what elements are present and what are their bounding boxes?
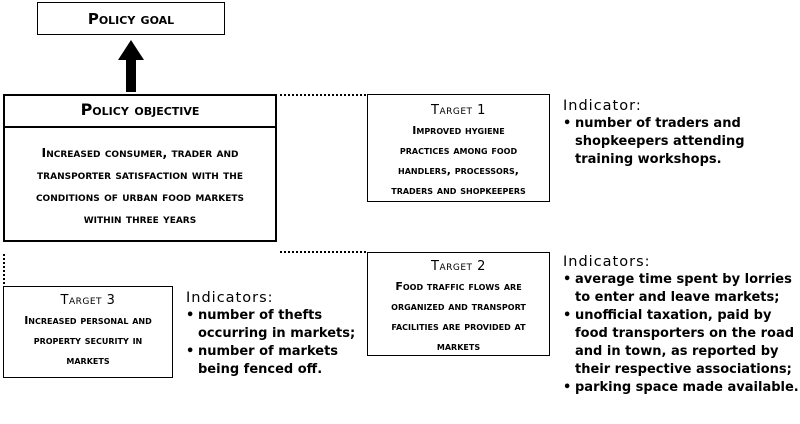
indicator-list: average time spent by lorries to enter a…: [563, 271, 799, 397]
indicators-heading: Indicator:: [563, 98, 642, 114]
target-1-line: Improved hygiene: [412, 124, 505, 137]
policy-goal-label: Policy goal: [87, 9, 175, 28]
target-2-line: facilities are provided at: [391, 320, 526, 333]
policy-objective-heading: Policy objective: [5, 96, 275, 128]
target-2-line: organized and transport: [391, 300, 526, 313]
target-3-line: Increased personal and: [24, 314, 152, 327]
indicator-item: average time spent by lorries to enter a…: [563, 271, 799, 307]
objective-line: within three years: [83, 211, 197, 226]
target-1-line: practices among food: [399, 144, 518, 157]
target-1-line: traders and shopkeepers: [391, 184, 526, 197]
target-3-title: Target 3: [60, 293, 116, 308]
target-3-box: Target 3 Increased personal and property…: [3, 286, 173, 378]
indicator-item: number of thefts occurring in markets;: [186, 307, 366, 343]
objective-line: conditions of urban food markets: [35, 189, 245, 204]
target-1-line: handlers, processors,: [398, 164, 519, 177]
indicator-item: number of traders and shopkeepers attend…: [563, 115, 793, 169]
indicator-item: parking space made available.: [563, 379, 799, 397]
policy-objective-text: Increased consumer, trader and transport…: [5, 128, 275, 230]
indicators-target-2: Indicators: average time spent by lorrie…: [563, 254, 799, 397]
target-3-line: property security in: [33, 334, 143, 347]
target-2-line: Food traffic flows are: [395, 280, 522, 293]
connector-line: [280, 251, 366, 253]
indicators-target-3: Indicators: number of thefts occurring i…: [186, 290, 366, 379]
indicator-list: number of thefts occurring in markets; n…: [186, 307, 366, 379]
indicator-item: unofficial taxation, paid by food transp…: [563, 307, 799, 379]
target-3-line: markets: [66, 354, 110, 367]
indicators-target-1: Indicator: number of traders and shopkee…: [563, 98, 793, 169]
indicators-heading: Indicators:: [563, 254, 651, 270]
connector-line: [3, 254, 5, 284]
target-2-line: markets: [436, 340, 481, 353]
objective-line: transporter satisfaction with the: [37, 167, 243, 182]
target-2-title: Target 2: [431, 259, 486, 274]
target-1-box: Target 1 Improved hygiene practices amon…: [367, 94, 550, 202]
indicator-item: number of markets being fenced off.: [186, 343, 366, 379]
policy-objective-box: Policy objective Increased consumer, tra…: [3, 94, 277, 242]
policy-goal-box: Policy goal: [37, 2, 225, 35]
objective-line: Increased consumer, trader and: [41, 145, 239, 160]
connector-line: [280, 94, 366, 96]
indicator-list: number of traders and shopkeepers attend…: [563, 115, 793, 169]
indicators-heading: Indicators:: [186, 290, 274, 306]
target-1-title: Target 1: [431, 103, 486, 118]
target-2-box: Target 2 Food traffic flows are organize…: [367, 252, 550, 356]
up-arrow-icon: [118, 40, 144, 92]
